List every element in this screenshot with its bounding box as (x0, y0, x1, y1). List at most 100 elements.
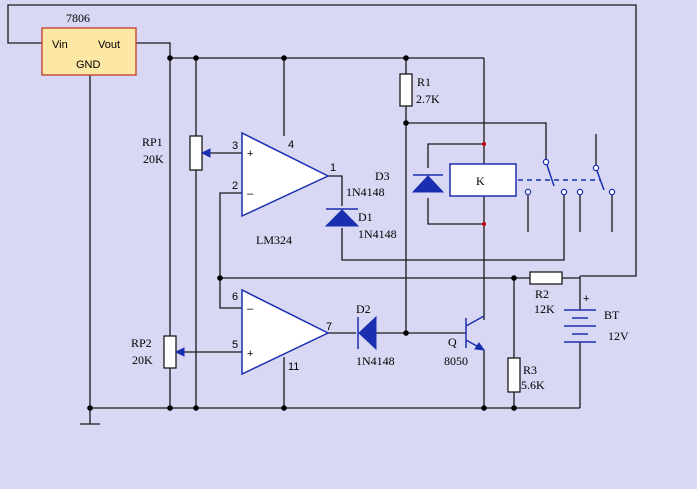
junction-dot (217, 275, 223, 281)
wire-d3-top (427, 143, 484, 168)
resistor-r2: R2 12K (529, 271, 563, 316)
junction-dot (511, 405, 517, 411)
relay-contact-2-nc (576, 188, 584, 196)
relay-coil (449, 163, 517, 197)
junction-dot (193, 405, 199, 411)
regulator-pin-vin: Vin (52, 39, 68, 51)
opamp-top-body (241, 131, 330, 218)
opamp-bottom-sign-minus: – (247, 303, 254, 315)
wire-pin1-d1 (328, 175, 343, 206)
junctions (87, 55, 517, 411)
opamp-top-part: LM324 (256, 233, 292, 247)
resistor-r3: R3 5.6K (507, 357, 545, 393)
transistor-name: Q (448, 335, 457, 349)
junction-dot (481, 405, 487, 411)
r1-name: R1 (417, 75, 431, 89)
transistor-part: 8050 (444, 354, 468, 368)
regulator-name: 7806 (66, 11, 90, 25)
d1-name: D1 (358, 210, 373, 224)
battery-polarity: + (583, 293, 589, 305)
d2-name: D2 (356, 302, 371, 316)
rp1-wiper-arrow (200, 148, 211, 158)
d1-triangle (324, 209, 360, 227)
opamp-top-pin-minus: 2 (232, 180, 238, 192)
opamp-bottom-pin-plus: 5 (232, 339, 238, 351)
wire-contact-right (341, 194, 565, 261)
junction-dot (281, 55, 287, 61)
regulator-body (41, 27, 137, 76)
opamp-bottom-pin-minus: 6 (232, 291, 238, 303)
rp1-value: 20K (143, 152, 164, 166)
opamp-bottom-sign-plus: + (247, 348, 253, 360)
relay-contact-2-no (608, 188, 616, 196)
relay-contact-1-no (560, 188, 568, 196)
wire-12v-rail (7, 4, 637, 277)
rp2-value: 20K (132, 353, 153, 367)
regulator-7806: 7806 Vin Vout GND (41, 11, 137, 76)
junction-dot (403, 55, 409, 61)
relay-terminal-dot (482, 142, 486, 146)
diode-d1: D1 1N4148 (324, 208, 397, 241)
wire-vout (136, 42, 171, 58)
relay-contact-1-blade (545, 161, 555, 187)
opamp-top-sign-plus: + (247, 148, 253, 160)
opamp-bottom-body (241, 288, 330, 376)
junction-dot (403, 330, 409, 336)
relay-contact-2-blade (595, 167, 605, 191)
junction-dot (87, 405, 93, 411)
junction-dot (511, 275, 517, 281)
junction-dot (281, 405, 287, 411)
relay-contact-1-nc (524, 188, 532, 196)
opamp-bottom-pin-out: 7 (326, 321, 332, 333)
rp2-name: RP2 (131, 336, 152, 350)
opamp-top-sign-minus: – (247, 188, 254, 200)
opamp-top: + – 3 2 1 4 LM324 (232, 131, 336, 247)
relay-label: K (476, 174, 485, 188)
opamp-top-pin-supply: 4 (288, 139, 294, 151)
r2-name: R2 (535, 287, 549, 301)
r2-value: 12K (534, 302, 555, 316)
battery-name: BT (604, 308, 620, 322)
rp1-body (189, 135, 203, 171)
opamp-top-pin-out: 1 (330, 162, 336, 174)
d1-part: 1N4148 (358, 227, 397, 241)
rp2-wiper-arrow (174, 347, 185, 357)
diode-d2: D2 1N4148 (356, 302, 395, 368)
relay-terminal-dot (482, 222, 486, 226)
potentiometer-rp1: RP1 20K (142, 135, 211, 171)
wire-pin6 (219, 278, 242, 309)
potentiometer-rp2: RP2 20K (131, 335, 185, 369)
r1-value: 2.7K (416, 92, 440, 106)
opamp-bottom-pin-supply: 11 (288, 361, 299, 373)
transistor-collector (465, 315, 485, 327)
junction-dot (403, 120, 409, 126)
relay-contact-1-pivot (542, 158, 550, 166)
relay-contact-2-pivot (592, 164, 600, 172)
wire-pin2 (219, 192, 242, 278)
junction-dot (193, 55, 199, 61)
d2-part: 1N4148 (356, 354, 395, 368)
d3-name: D3 (375, 169, 390, 183)
rp1-name: RP1 (142, 135, 163, 149)
d3-part: 1N4148 (346, 185, 385, 199)
r1-body (399, 73, 413, 107)
regulator-pin-gnd: GND (76, 59, 101, 71)
wire-d3-bottom (427, 198, 484, 225)
regulator-pin-vout: Vout (98, 39, 120, 51)
battery-voltage: 12V (608, 329, 629, 343)
r2-body (529, 271, 563, 285)
diode-d3: D3 1N4148 (346, 169, 445, 199)
r3-body (507, 357, 521, 393)
relay-k: K (449, 158, 616, 197)
r3-name: R3 (523, 363, 537, 377)
transistor-q: Q 8050 (444, 315, 486, 368)
opamp-top-pin-plus: 3 (232, 140, 238, 152)
junction-dot (167, 55, 173, 61)
opamp-bottom: – + 6 5 7 11 (232, 288, 332, 376)
transistor-emitter-arrow (474, 342, 486, 351)
d3-triangle (411, 175, 445, 193)
d2-triangle (358, 315, 377, 351)
r3-value: 5.6K (521, 378, 545, 392)
junction-dot (167, 405, 173, 411)
